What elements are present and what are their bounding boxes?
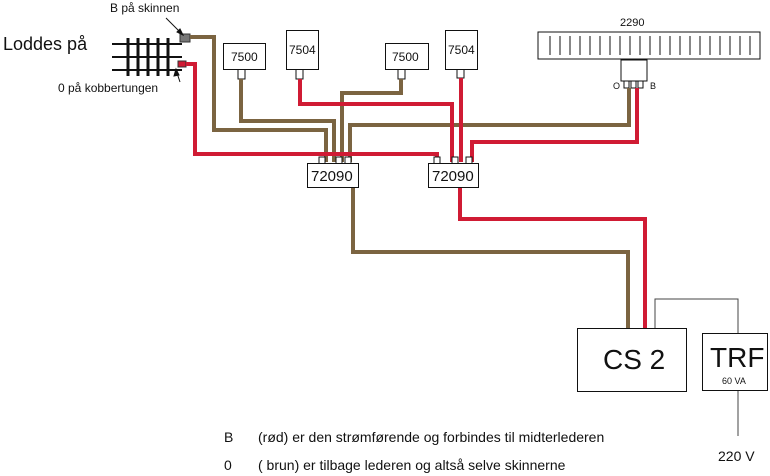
distribution-box-72090-right-label: 72090 bbox=[432, 168, 474, 185]
controller-2290-label: 2290 bbox=[620, 17, 645, 29]
transformer-trf-label: TRF bbox=[710, 342, 765, 373]
decoder-7500-middle-label: 7500 bbox=[392, 50, 419, 64]
zero-on-copper-note: 0 på kobbertungen bbox=[58, 81, 159, 95]
signal-7504-left-label: 7504 bbox=[289, 43, 316, 57]
distribution-box-72090-left-label: 72090 bbox=[311, 168, 353, 185]
transformer-rating-label: 60 VA bbox=[722, 376, 746, 386]
central-station-cs2: CS 2 bbox=[577, 328, 687, 392]
red-wires bbox=[186, 62, 647, 330]
distribution-box-72090-right: 72090 bbox=[428, 163, 479, 188]
mains-voltage-label: 220 V bbox=[718, 448, 755, 464]
brown-wires bbox=[190, 35, 631, 330]
pointer-arrows bbox=[165, 17, 185, 83]
decoder-7500-left-label: 7500 bbox=[231, 50, 258, 64]
controller-2290 bbox=[537, 31, 761, 89]
legend-b-symbol: B bbox=[224, 429, 234, 445]
signal-7504-left: 7504 bbox=[286, 30, 319, 70]
gray-wires bbox=[654, 298, 739, 436]
track-symbol bbox=[112, 33, 191, 76]
component-connectors bbox=[237, 67, 465, 80]
controller-b-label: B bbox=[650, 81, 657, 91]
legend-zero-symbol: 0 bbox=[224, 457, 232, 473]
legend-b-text: (rød) er den strømførende og forbindes t… bbox=[258, 429, 605, 445]
legend-zero-text: ( brun) er tilbage lederen og altså selv… bbox=[258, 457, 566, 473]
b-on-rail-note: B på skinnen bbox=[110, 1, 180, 15]
controller-key-lines bbox=[549, 36, 751, 55]
distribution-box-72090-left: 72090 bbox=[307, 163, 359, 188]
signal-7504-right: 7504 bbox=[445, 30, 478, 70]
decoder-7500-middle: 7500 bbox=[385, 43, 429, 70]
decoder-7500-left: 7500 bbox=[223, 43, 266, 70]
track-title: Loddes på bbox=[3, 34, 88, 54]
controller-o-label: O bbox=[613, 81, 621, 91]
transformer-trf: TRF 60 VA bbox=[702, 333, 768, 391]
signal-7504-right-label: 7504 bbox=[448, 43, 475, 57]
central-station-cs2-label: CS 2 bbox=[603, 344, 666, 375]
